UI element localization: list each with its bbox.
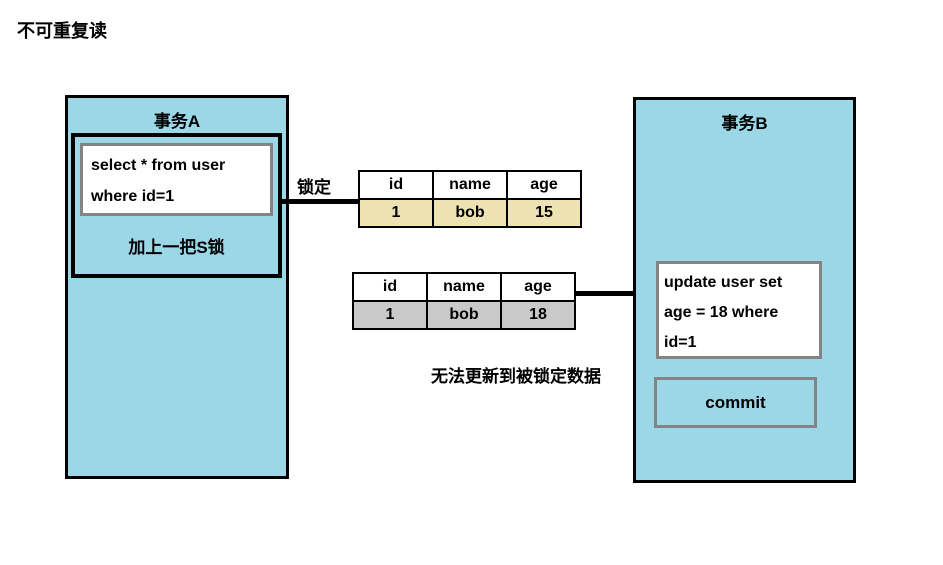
- table-row: 1 bob 18: [352, 300, 576, 330]
- update-query-line1: update user set: [664, 274, 783, 291]
- update-query-line2: age = 18 where: [664, 304, 779, 321]
- cell-name: bob: [432, 198, 508, 228]
- page-title: 不可重复读: [17, 21, 107, 41]
- header-cell-age: age: [506, 170, 582, 200]
- connector-line-a-to-table1: [281, 199, 360, 204]
- blocked-update-annotation: 无法更新到被锁定数据: [431, 367, 601, 386]
- update-query-box: update user set age = 18 where id=1: [656, 261, 822, 359]
- table-header-row: id name age: [352, 272, 576, 302]
- cell-name: bob: [426, 300, 502, 330]
- select-query-line2: where id=1: [91, 188, 175, 205]
- transaction-b-title: 事务B: [721, 114, 768, 133]
- commit-box: commit: [654, 377, 817, 428]
- transaction-a-lock-scope-box: [71, 133, 282, 278]
- table-header-row: id name age: [358, 170, 582, 200]
- locked-data-table: id name age 1 bob 15: [358, 170, 582, 228]
- header-cell-age: age: [500, 272, 576, 302]
- header-cell-name: name: [426, 272, 502, 302]
- update-attempt-table: id name age 1 bob 18: [352, 272, 576, 330]
- header-cell-id: id: [358, 170, 434, 200]
- lock-label: 锁定: [297, 178, 331, 197]
- cell-age: 18: [500, 300, 576, 330]
- commit-label: commit: [705, 392, 766, 412]
- select-query-box: select * from user where id=1: [80, 143, 273, 216]
- connector-line-table2-to-b: [576, 291, 658, 296]
- cell-id: 1: [352, 300, 428, 330]
- cell-id: 1: [358, 198, 434, 228]
- select-query-line1: select * from user: [91, 157, 226, 174]
- cell-age: 15: [506, 198, 582, 228]
- s-lock-note: 加上一把S锁: [128, 238, 225, 257]
- update-query-line3: id=1: [664, 334, 697, 351]
- table-row: 1 bob 15: [358, 198, 582, 228]
- header-cell-name: name: [432, 170, 508, 200]
- transaction-a-title: 事务A: [153, 112, 201, 131]
- header-cell-id: id: [352, 272, 428, 302]
